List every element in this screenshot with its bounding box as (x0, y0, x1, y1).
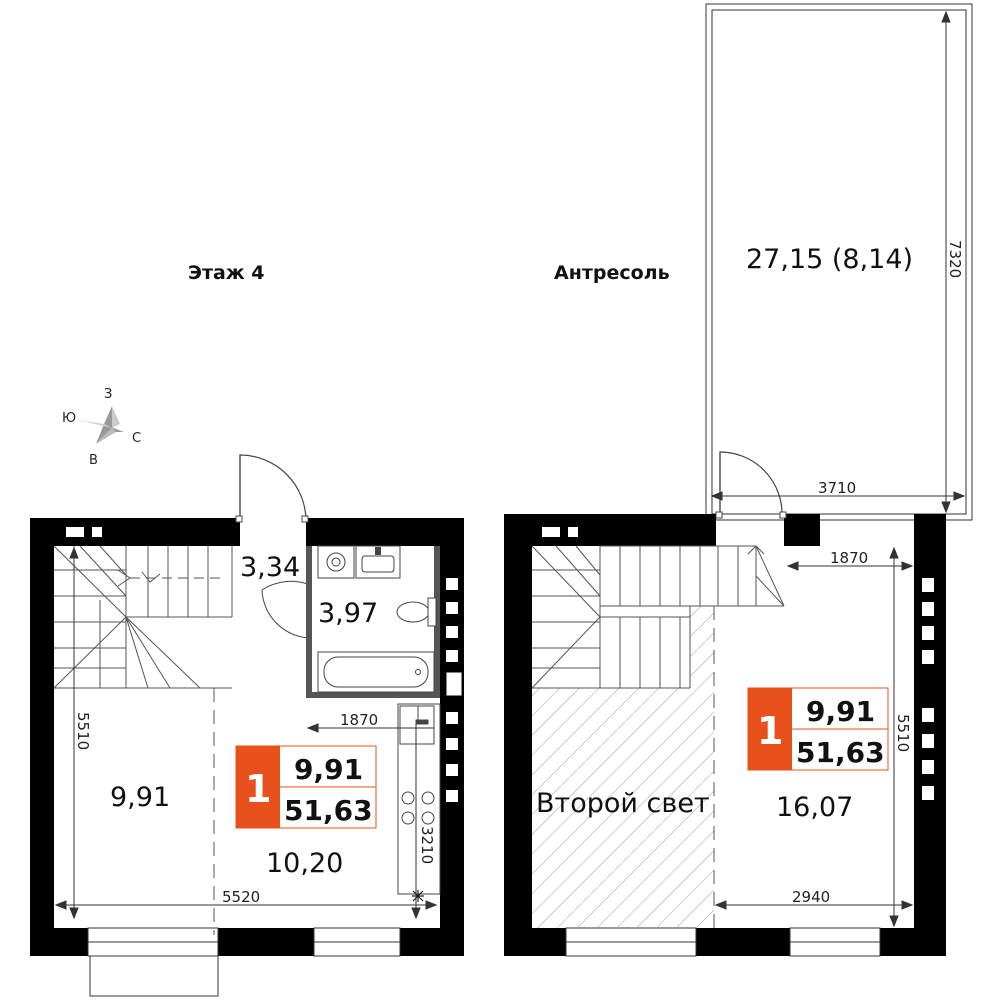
floor4-bath-door (261, 580, 311, 639)
floor4-title: Этаж 4 (188, 262, 265, 284)
floor4-dim-width: 5520 (222, 888, 260, 906)
hood-icon (412, 890, 424, 902)
floor4-dim-kitchen-depth: 3210 (418, 826, 436, 864)
floor4-badge-number-bg (236, 746, 280, 828)
double-height-label: Второй свет (536, 788, 710, 819)
floor4-wall-bottom-3 (400, 928, 464, 956)
mezz-terrace-door (719, 451, 783, 517)
floor4-badge-number: 1 (245, 767, 271, 811)
floor4-wall-bottom-2 (218, 928, 314, 956)
kitchen-area: 10,20 (266, 848, 343, 879)
floor4-wall-top-left (30, 518, 240, 546)
compass-north-label: С (132, 431, 141, 446)
hall-area: 3,34 (240, 552, 300, 583)
mezz-dim-top-width: 1870 (830, 549, 868, 567)
mezz-badge-total: 51,63 (796, 736, 885, 769)
floor4-wall-left (30, 518, 54, 956)
floor4-badge-living: 9,91 (294, 753, 363, 786)
bathtub-icon (317, 651, 435, 693)
mezz-wall-bottom-3 (880, 928, 946, 956)
mezz-staircase (531, 545, 785, 689)
floor4-apartment-badge: 1 9,91 51,63 (235, 745, 377, 829)
terrace-dim-height: 7320 (946, 240, 964, 278)
mezzanine-title: Антресоль (554, 262, 670, 284)
mezz-dimension-lines (710, 10, 966, 928)
mezz-badge-number-bg (748, 688, 792, 770)
mezz-main-area: 16,07 (776, 792, 853, 823)
toilet-icon (396, 597, 437, 627)
compass-south-label: Ю (62, 411, 76, 426)
mezz-wall-top-right (784, 514, 820, 546)
floor4-dimension-lines (54, 546, 438, 920)
mezz-apartment-badge: 1 9,91 51,63 (747, 687, 889, 771)
double-height-area (532, 606, 714, 928)
stove-icon (401, 791, 435, 825)
mezz-badge-number: 1 (757, 709, 783, 753)
mezz-dim-height: 5510 (894, 714, 912, 752)
mezzanine-plan (504, 3, 973, 957)
mezz-wall-bottom-1 (504, 928, 566, 956)
compass-west-label: З (104, 387, 112, 402)
sink-icon (355, 545, 401, 579)
compass-east-label: В (89, 453, 98, 468)
terrace-area: 27,15 (8,14) (746, 244, 913, 275)
washing-machine-icon (317, 545, 355, 579)
terrace-outline (705, 3, 973, 521)
mezz-badge-living: 9,91 (806, 695, 875, 728)
floor4-plan (30, 454, 464, 997)
mezz-wall-bottom-2 (696, 928, 790, 956)
floor4-staircase (53, 545, 233, 689)
floor4-badge-total: 51,63 (284, 794, 373, 827)
floor4-dim-kitchen-width: 1870 (340, 711, 378, 729)
floor4-wall-right (440, 518, 464, 956)
compass-icon: З Ю С В (62, 387, 141, 468)
terrace-dim-width: 3710 (818, 479, 856, 497)
mezz-wall-left (504, 514, 532, 956)
floor4-wall-bottom-1 (30, 928, 88, 956)
floor4-entrance-door (239, 454, 307, 522)
floor4-wall-top-right (306, 518, 464, 546)
floor4-dim-height: 5510 (74, 712, 92, 750)
floor4-balcony (89, 955, 219, 997)
floor4-bath-wall (306, 546, 312, 698)
bathroom-area: 3,97 (318, 598, 378, 629)
mezz-wall-top-left (504, 514, 716, 546)
mezz-dim-bottom-width: 2940 (792, 888, 830, 906)
bedroom-area: 9,91 (110, 782, 170, 813)
floor4-kitchen-counter (397, 703, 441, 895)
